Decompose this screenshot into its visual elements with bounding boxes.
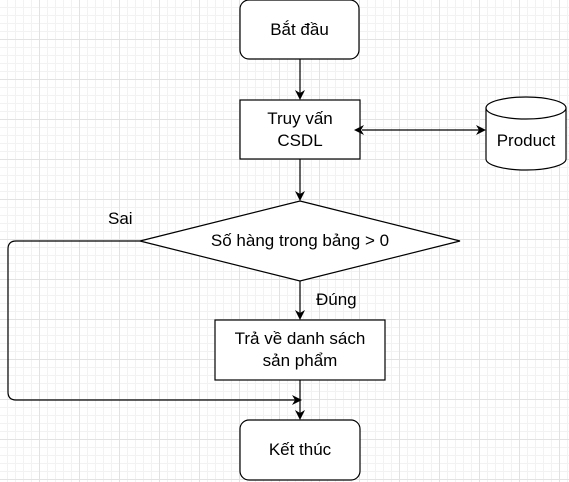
result-node-label: Trả về danh sách sản phẩm [234, 329, 366, 370]
query-node-shape[interactable] [239, 99, 361, 160]
end-node[interactable]: Kết thúc [240, 420, 360, 480]
query-node-label: Truy vấn CSDL [267, 108, 333, 150]
edge-label-yes: Đúng [316, 290, 357, 309]
edge-decision-no [7, 240, 302, 405]
database-cylinder-shape[interactable] [485, 96, 567, 171]
decision-node[interactable]: Số hàng trong bảng > 0 [160, 228, 440, 254]
edge-label-no: Sai [108, 209, 133, 228]
result-node[interactable]: Trả về danh sách sản phẩm [225, 320, 375, 380]
start-node[interactable]: Bắt đầu [240, 0, 359, 59]
end-node-shape[interactable] [239, 419, 361, 481]
decision-node-label: Số hàng trong bảng > 0 [210, 231, 390, 250]
database-node-label: Product [496, 131, 556, 150]
end-node-label: Kết thúc [268, 440, 332, 459]
result-node-shape[interactable] [214, 319, 386, 381]
query-node[interactable]: Truy vấn CSDL [250, 100, 350, 159]
start-node-label: Bắt đầu [270, 19, 329, 39]
database-node[interactable]: Product [486, 119, 566, 163]
